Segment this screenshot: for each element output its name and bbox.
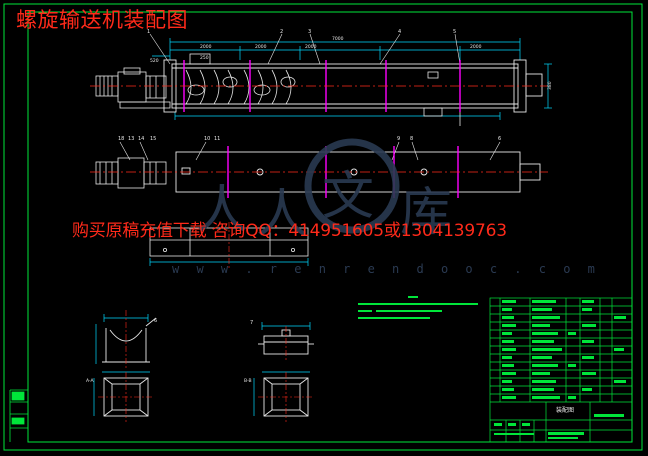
title-block-drawing-name: 装配图 [556,406,574,414]
watermark-logo: 人 人 文 库 [196,138,452,245]
callout-label: 15 [150,136,156,142]
callout-label: 2 [280,29,283,35]
callout-label: 10 [204,136,210,142]
watermark-char: 人 [256,185,308,245]
motor-reducer [95,67,171,109]
inner-border [27,11,633,443]
detail-label-7: 7 [250,320,253,326]
callout-label: 8 [410,136,413,142]
plan-motor [95,157,167,189]
promo-overlay-text: 购买原稿充值下载 咨询QQ：414951605或1304139763 [72,221,507,241]
callout-label: 3 [308,29,311,35]
dim-label: 520 [150,58,159,64]
callout-label: 1 [147,29,150,35]
left-margin-strip [9,389,28,442]
screw-flights [185,69,296,105]
watermark-char: 人 [196,181,248,241]
detail-7: 7 [250,320,314,360]
dim-label: 2000 [305,44,317,50]
outer-border [3,3,643,451]
elevation-dimensions [152,38,521,120]
callout-label: 9 [397,136,400,142]
plan-view: 18 13 14 15 10 11 9 8 6 [90,136,548,198]
parts-list [489,297,633,443]
section-label-aa: A-A [86,378,95,384]
callout-label: 5 [453,29,456,35]
dim-label: 2000 [200,44,212,50]
callout-label: 4 [398,29,401,35]
watermark-url: w w w . r e n r e n d o o c . c o m [172,262,600,276]
section-b-b: B-B [244,371,314,422]
callout-label: 11 [214,136,220,142]
technical-notes [358,296,478,319]
dim-label: 7000 [332,36,344,42]
section-label-bb: B-B [244,378,252,384]
dim-label: 250 [200,55,209,61]
elevation-view: 2000 2000 2000 7000 2000 520 250 1 2 3 4… [90,29,553,126]
dim-label: 380 [547,81,553,90]
drawing-title: 螺旋输送机装配图 [16,8,188,32]
watermark-char: 库 [400,183,452,243]
dim-label: 2000 [255,44,267,50]
callout-label: 14 [138,136,144,142]
callout-label: 18 [118,136,124,142]
watermark-char: 文 [322,167,374,227]
section-a-a: A-A [86,371,154,422]
callout-label: 13 [128,136,134,142]
detail-6: 6 [95,310,157,370]
parts-list-text-marks [494,300,626,439]
detail-label-6: 6 [154,318,157,324]
callout-label: 6 [498,136,501,142]
dim-label: 2000 [470,44,482,50]
